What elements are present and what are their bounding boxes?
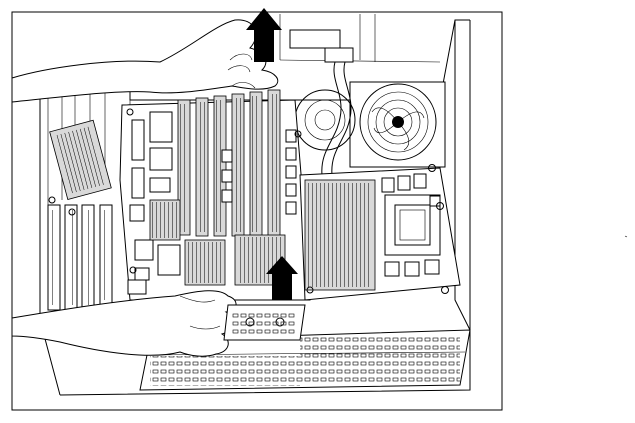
lower-hand	[11, 290, 237, 357]
stray-mark	[624, 235, 628, 238]
processor-card	[299, 164, 461, 301]
expansion-slots	[47, 119, 113, 311]
cooling-fans	[294, 81, 446, 168]
up-arrow-icon	[246, 8, 282, 62]
upper-hand	[11, 19, 279, 103]
computer-chassis	[39, 14, 471, 396]
handle-bracket	[223, 304, 306, 341]
fan-icon	[359, 83, 437, 161]
logic-board	[119, 89, 311, 301]
ribbon-cable	[321, 61, 342, 176]
up-arrow-icon	[266, 256, 298, 300]
memory-modules	[177, 89, 281, 237]
figure-frame	[11, 11, 503, 411]
